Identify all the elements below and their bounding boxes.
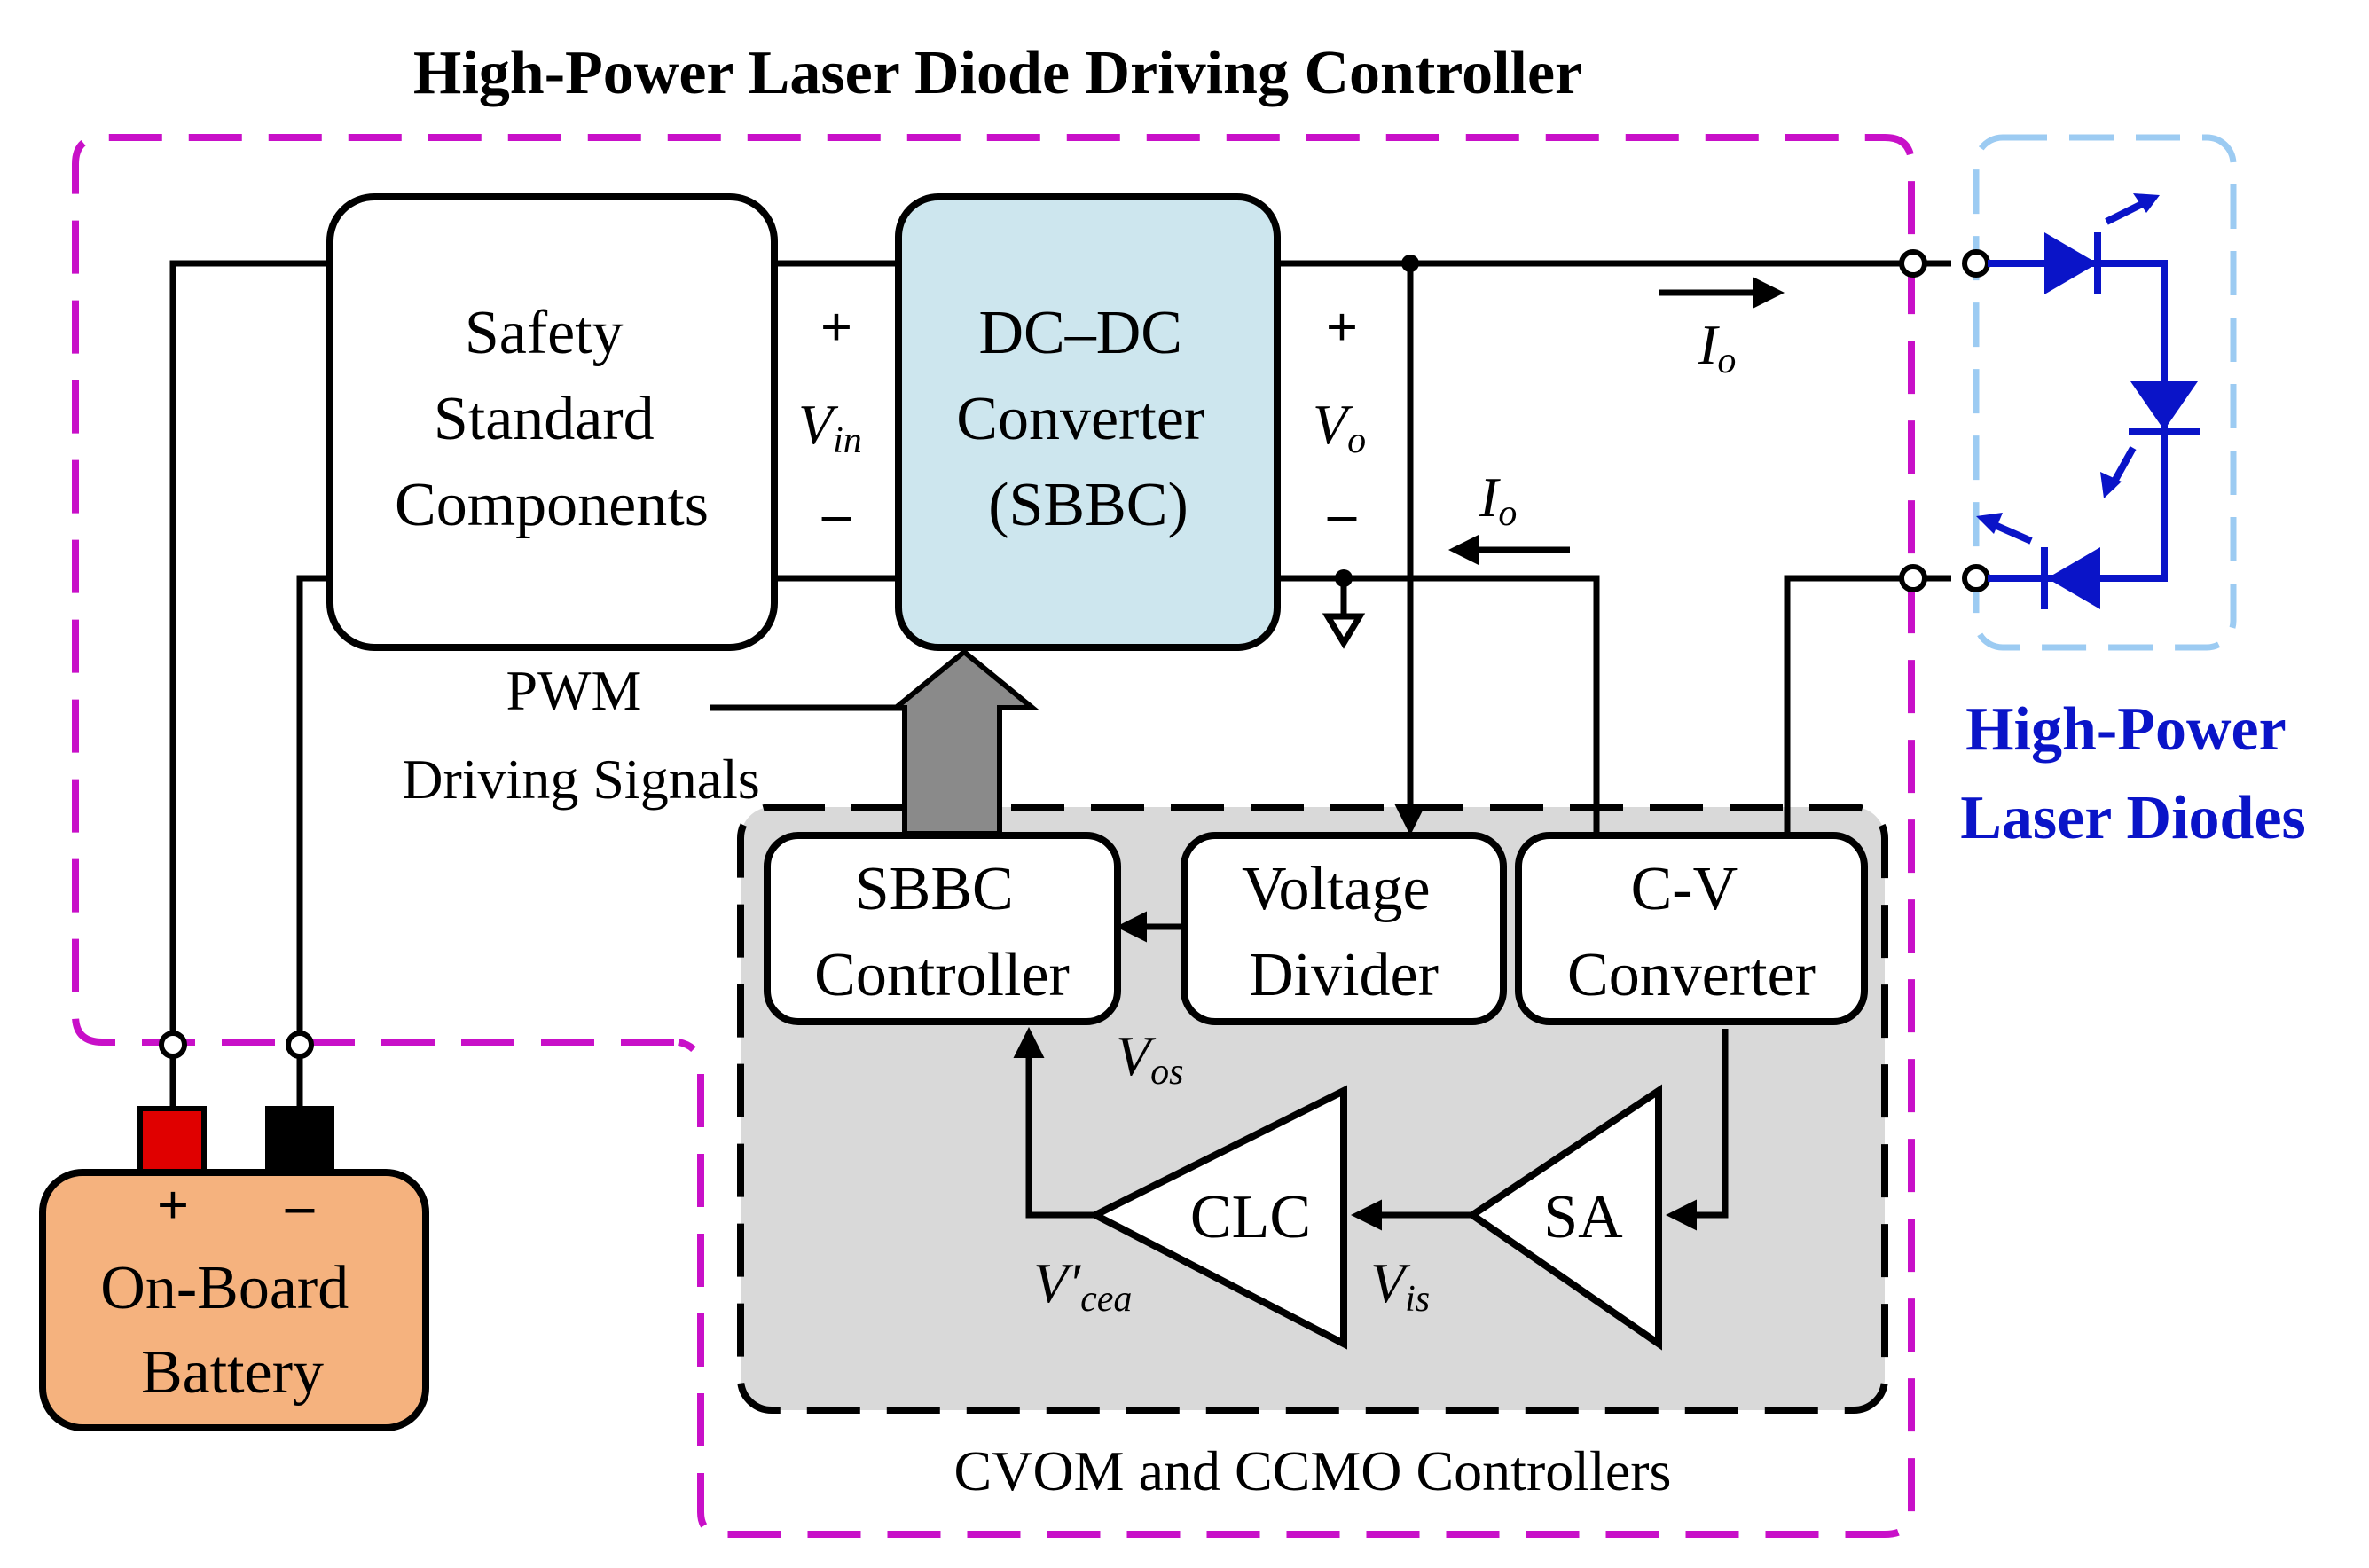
safety-line-1: Safety	[465, 299, 624, 367]
laser-diode-string	[1976, 193, 2200, 609]
safety-line-3: Components	[395, 471, 709, 539]
vis-label: Vis	[1370, 1251, 1430, 1320]
vos-label: Vos	[1116, 1024, 1183, 1093]
diagram-title: High-Power Laser Diode Driving Controlle…	[413, 39, 1582, 107]
vcea-label: V′cea	[1033, 1251, 1132, 1320]
cv-converter-line-2: Converter	[1567, 941, 1816, 1009]
laser-diodes-label-line-1: High-Power	[1965, 695, 2286, 764]
laser-diodes-outline	[1973, 134, 2237, 651]
pwm-label-line-2: Driving Signals	[402, 748, 760, 811]
sbbc-controller-line-2: Controller	[814, 941, 1070, 1009]
io-top-label: Io	[1698, 313, 1736, 381]
ground-icon	[1322, 613, 1366, 649]
cv-converter-line-1: C-V	[1631, 855, 1738, 923]
voltage-divider-block	[1181, 832, 1507, 1025]
dcdc-line-3: (SBBC)	[988, 471, 1188, 539]
dcdc-converter-block	[895, 193, 1281, 651]
vo-plus-sign: +	[1326, 295, 1358, 358]
vin-label: Vin	[798, 393, 862, 461]
clc-label: CLC	[1190, 1183, 1311, 1251]
battery-block	[39, 1169, 429, 1431]
vo-minus-sign: –	[1327, 482, 1357, 545]
battery-minus-sign: –	[285, 1173, 315, 1236]
controllers-group-label: CVOM and CCMO Controllers	[954, 1439, 1672, 1502]
sa-amplifier	[1465, 1084, 1662, 1351]
svg-text:High-Power Laser Diodes: High-Power Laser Diodes	[1960, 695, 2306, 852]
laser-diodes-label-line-2: Laser Diodes	[1960, 784, 2306, 852]
driving-controller-outline	[72, 134, 1915, 1538]
svg-text:PWM Driving Signals: PWM Driving Signals	[402, 659, 760, 811]
clc-amplifier	[1087, 1085, 1347, 1350]
svg-text:Voltage Divider: Voltage Divider	[1242, 855, 1446, 1009]
svg-text:On-Board Battery: On-Board Battery	[100, 1254, 364, 1407]
io-return-label: Io	[1479, 466, 1517, 534]
dcdc-line-1: DC–DC	[979, 299, 1182, 367]
battery-line-2: Battery	[141, 1338, 324, 1407]
cv-converter-block	[1515, 832, 1868, 1025]
pwm-signal-arrow	[888, 648, 1040, 836]
battery-minus-terminal	[265, 1106, 334, 1175]
safety-block	[326, 193, 778, 651]
battery-plus-terminal	[137, 1106, 207, 1175]
battery-line-1: On-Board	[100, 1254, 349, 1322]
svg-text:DC–DC Converter (SBBC): DC–DC Converter (SBBC)	[956, 299, 1220, 539]
sbbc-controller-block	[764, 832, 1121, 1025]
svg-text:SBBC Controller: SBBC Controller	[814, 855, 1070, 1009]
junction-dot	[1335, 569, 1353, 587]
vo-label: Vo	[1313, 393, 1366, 461]
laser-diode-icon	[2044, 232, 2098, 294]
laser-diode-icon	[2130, 381, 2198, 430]
vin-minus-sign: –	[821, 482, 851, 545]
laser-diode-icon	[2047, 547, 2100, 609]
battery-plus-sign: +	[157, 1173, 189, 1236]
vin-plus-sign: +	[820, 295, 852, 358]
voltage-divider-line-2: Divider	[1249, 941, 1439, 1009]
wires	[169, 260, 1951, 1231]
safety-line-2: Standard	[434, 385, 655, 453]
sbbc-controller-line-1: SBBC	[855, 855, 1014, 923]
svg-text:Safety Standard Compon: Safety Standard Components	[395, 299, 709, 539]
dcdc-line-2: Converter	[956, 385, 1204, 453]
svg-text:C-V Converter: C-V Converter	[1567, 855, 1816, 1009]
junction-dot	[1401, 255, 1419, 272]
pwm-label-line-1: PWM	[506, 659, 642, 722]
sa-label: SA	[1543, 1183, 1623, 1251]
voltage-divider-line-1: Voltage	[1242, 855, 1431, 923]
